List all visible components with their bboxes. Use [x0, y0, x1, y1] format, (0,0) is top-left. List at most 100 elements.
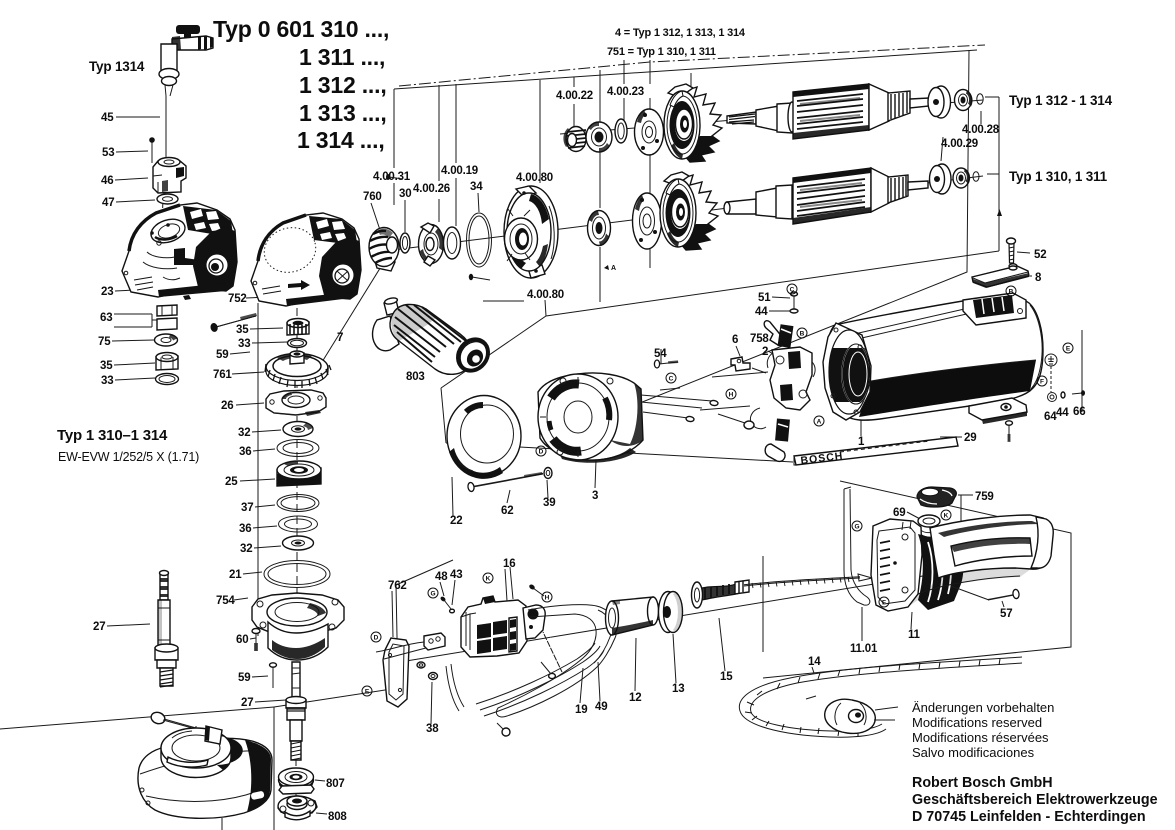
svg-text:D: D: [539, 449, 544, 456]
svg-text:4.00.19: 4.00.19: [441, 165, 478, 177]
svg-text:Robert Bosch GmbH: Robert Bosch GmbH: [912, 775, 1053, 791]
svg-text:43: 43: [450, 569, 462, 581]
svg-text:Typ 0 601 310 ...,: Typ 0 601 310 ...,: [213, 16, 389, 42]
svg-text:K: K: [944, 513, 949, 520]
svg-text:29: 29: [964, 432, 976, 444]
svg-text:4.00.26: 4.00.26: [413, 183, 450, 195]
svg-text:22: 22: [450, 515, 462, 527]
svg-text:32: 32: [238, 427, 250, 439]
svg-text:3: 3: [592, 490, 598, 502]
svg-text:4.00.29: 4.00.29: [941, 138, 978, 150]
svg-text:1: 1: [858, 436, 865, 448]
svg-text:759: 759: [975, 491, 994, 503]
svg-text:27: 27: [241, 697, 253, 709]
svg-text:Typ 1 310, 1 311: Typ 1 310, 1 311: [1009, 169, 1108, 184]
svg-text:760: 760: [363, 191, 382, 203]
svg-text:Salvo modificaciones: Salvo modificaciones: [912, 745, 1035, 760]
svg-text:11: 11: [908, 629, 921, 641]
svg-text:64: 64: [1044, 411, 1057, 423]
svg-text:27: 27: [93, 621, 105, 633]
svg-text:Typ 1 310–1 314: Typ 1 310–1 314: [57, 427, 168, 444]
svg-text:BOSCH: BOSCH: [800, 450, 844, 467]
svg-text:62: 62: [501, 505, 513, 517]
svg-text:37: 37: [241, 502, 253, 514]
svg-text:30: 30: [399, 188, 411, 200]
svg-text:75: 75: [98, 336, 111, 348]
svg-text:4 = Typ 1 312, 1 313, 1 314: 4 = Typ 1 312, 1 313, 1 314: [615, 27, 746, 39]
svg-text:49: 49: [595, 701, 607, 713]
svg-text:G: G: [854, 524, 859, 531]
svg-text:808: 808: [328, 811, 347, 823]
svg-text:45: 45: [101, 112, 114, 124]
svg-text:48: 48: [435, 571, 448, 583]
svg-text:59: 59: [216, 349, 228, 361]
svg-text:32: 32: [240, 543, 252, 555]
svg-text:758: 758: [750, 333, 769, 345]
svg-text:47: 47: [102, 197, 114, 209]
svg-text:H: H: [545, 595, 550, 602]
svg-text:EW-EVW 1/252/5 X (1.71): EW-EVW 1/252/5 X (1.71): [58, 450, 199, 464]
svg-text:1 311 ...,: 1 311 ...,: [299, 44, 385, 70]
svg-text:21: 21: [229, 569, 242, 581]
svg-text:51: 51: [758, 292, 771, 304]
svg-text:4.00.28: 4.00.28: [962, 124, 1000, 136]
svg-text:44: 44: [1056, 407, 1069, 419]
svg-text:44: 44: [755, 306, 768, 318]
svg-text:14: 14: [808, 656, 821, 668]
svg-text:11.01: 11.01: [850, 643, 878, 655]
svg-text:Modifications reserved: Modifications reserved: [912, 715, 1042, 730]
svg-text:35: 35: [236, 324, 249, 336]
svg-text:4.00.22: 4.00.22: [556, 90, 593, 102]
svg-text:59: 59: [238, 672, 250, 684]
svg-text:36: 36: [239, 523, 251, 535]
svg-text:13: 13: [672, 683, 684, 695]
svg-text:15: 15: [720, 671, 733, 683]
svg-text:38: 38: [426, 723, 439, 735]
svg-text:D: D: [374, 635, 379, 642]
svg-text:12: 12: [629, 692, 641, 704]
svg-text:G: G: [430, 591, 435, 598]
svg-text:751 = Typ 1 310, 1 311: 751 = Typ 1 310, 1 311: [607, 46, 716, 58]
svg-text:39: 39: [543, 497, 555, 509]
svg-text:F: F: [882, 600, 886, 607]
svg-text:16: 16: [503, 558, 515, 570]
svg-text:754: 754: [216, 595, 235, 607]
svg-text:4.00.23: 4.00.23: [607, 86, 644, 98]
svg-text:Änderungen vorbehalten: Änderungen vorbehalten: [912, 700, 1054, 715]
svg-text:B: B: [800, 331, 805, 338]
svg-text:33: 33: [101, 375, 113, 387]
svg-text:35: 35: [100, 360, 113, 372]
svg-text:69: 69: [893, 507, 905, 519]
svg-text:Geschäftsbereich Elektrowerkze: Geschäftsbereich Elektrowerkzeuge: [912, 792, 1158, 808]
svg-text:Typ 1 312 - 1 314: Typ 1 312 - 1 314: [1009, 93, 1113, 108]
svg-text:34: 34: [470, 181, 483, 193]
svg-text:Typ 1314: Typ 1314: [89, 59, 145, 74]
svg-text:F: F: [1040, 379, 1044, 386]
svg-text:26: 26: [221, 400, 233, 412]
svg-text:19: 19: [575, 704, 587, 716]
svg-text:762: 762: [388, 580, 407, 592]
svg-text:53: 53: [102, 147, 114, 159]
svg-text:1 313 ...,: 1 313 ...,: [299, 100, 387, 126]
svg-text:23: 23: [101, 286, 113, 298]
svg-text:36: 36: [239, 446, 251, 458]
svg-text:761: 761: [213, 369, 232, 381]
svg-text:4.00.80: 4.00.80: [516, 172, 553, 184]
svg-text:33: 33: [238, 338, 250, 350]
svg-text:63: 63: [100, 312, 112, 324]
svg-text:H: H: [729, 392, 734, 399]
svg-text:2: 2: [762, 346, 768, 358]
svg-text:46: 46: [101, 175, 113, 187]
svg-text:803: 803: [406, 371, 425, 383]
svg-text:8: 8: [1035, 272, 1042, 284]
svg-text:57: 57: [1000, 608, 1012, 620]
svg-text:C: C: [669, 376, 674, 383]
svg-text:6: 6: [732, 334, 738, 346]
svg-text:A: A: [817, 419, 822, 426]
svg-text:60: 60: [236, 634, 248, 646]
svg-text:752: 752: [228, 293, 247, 305]
svg-text:B: B: [1009, 289, 1014, 296]
svg-text:66: 66: [1073, 406, 1085, 418]
svg-text:52: 52: [1034, 249, 1046, 261]
svg-text:25: 25: [225, 476, 238, 488]
